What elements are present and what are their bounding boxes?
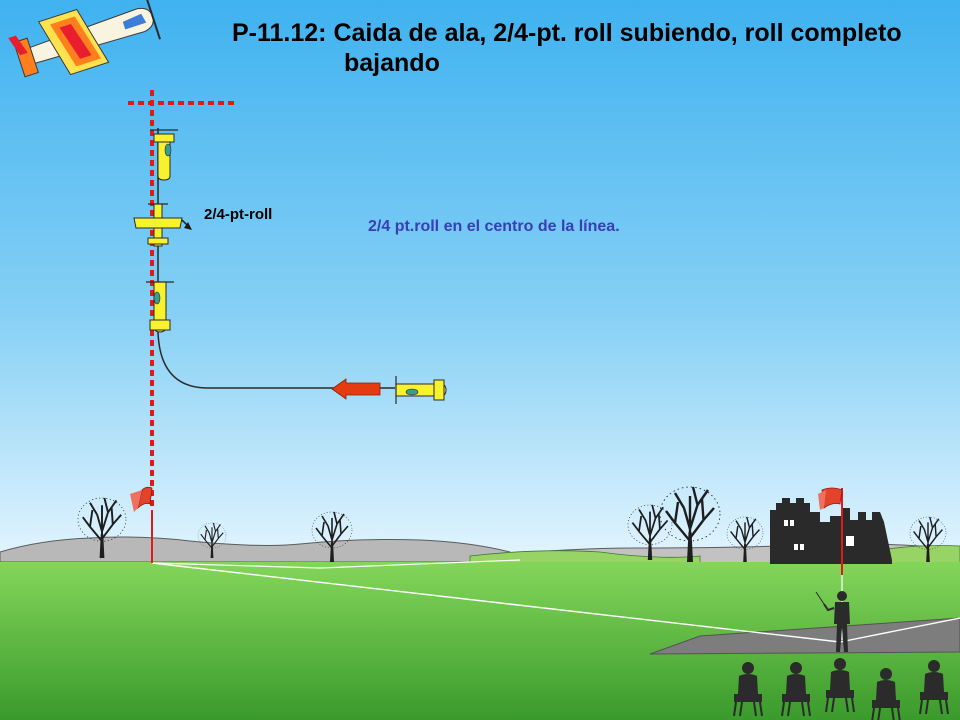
frame-line <box>128 90 843 575</box>
plane-icon <box>150 129 178 181</box>
maneuver-note: 2/4 pt.roll en el centro de la línea. <box>368 218 620 235</box>
page-title: P-11.12: Caida de ala, 2/4-pt. roll subi… <box>232 18 952 78</box>
title-line-2: bajando <box>344 49 440 77</box>
hills <box>0 536 511 563</box>
pilot-icon <box>815 591 850 652</box>
plane-icon <box>395 376 447 404</box>
castle-icon <box>770 498 892 564</box>
flag-icon <box>130 486 153 512</box>
title-line-1: P-11.12: Caida de ala, 2/4-pt. roll subi… <box>232 19 902 47</box>
perspective-line-left <box>151 562 841 643</box>
runway <box>649 617 960 655</box>
sky <box>0 0 960 570</box>
plane-icon <box>133 203 192 247</box>
aerobatic-plane-logo <box>8 0 161 78</box>
perspective-line-right <box>839 617 960 643</box>
flight-path <box>157 128 395 389</box>
plane-icon <box>146 281 174 333</box>
perspective-line-mid <box>151 559 521 569</box>
flag-icon <box>818 487 843 510</box>
flight-direction-arrow-icon <box>331 378 381 400</box>
roll-point-label: 2/4-pt-roll <box>204 206 273 223</box>
